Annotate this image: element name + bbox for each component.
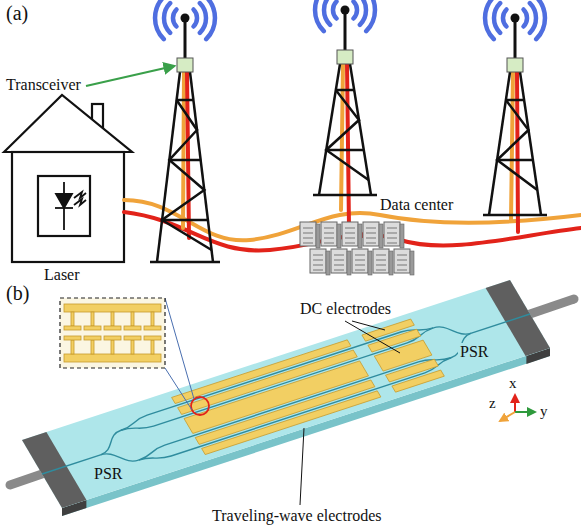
tower bbox=[483, 72, 547, 215]
axis-label: z bbox=[489, 395, 496, 412]
laser-symbol bbox=[55, 182, 86, 230]
panel-label: (b) bbox=[6, 282, 29, 305]
zoom-line bbox=[165, 298, 194, 399]
laser-box bbox=[38, 176, 90, 236]
part-label: Transceiver bbox=[6, 76, 81, 94]
leader-lines bbox=[300, 321, 400, 505]
antenna bbox=[485, 0, 545, 72]
leader-arrow bbox=[86, 66, 174, 86]
axes bbox=[500, 395, 535, 421]
part-label: DC electrodes bbox=[300, 300, 391, 318]
zoom-circle bbox=[191, 397, 209, 415]
red-fiber-drop bbox=[517, 72, 518, 232]
input-fiber bbox=[10, 474, 42, 485]
data-center-racks bbox=[300, 222, 414, 275]
chip-surface bbox=[22, 280, 550, 508]
antenna bbox=[315, 0, 375, 64]
tower bbox=[313, 64, 377, 195]
dc-electrodes bbox=[362, 319, 444, 392]
red-fiber-drop bbox=[347, 64, 349, 228]
electrode-inset bbox=[60, 298, 165, 368]
axis-label: y bbox=[540, 403, 548, 420]
waveguides bbox=[30, 294, 542, 495]
output-fiber bbox=[530, 299, 574, 314]
house-body bbox=[12, 152, 124, 262]
chip-top bbox=[22, 280, 550, 508]
panel-label: (a) bbox=[6, 2, 28, 25]
part-label: Traveling-wave electrodes bbox=[212, 507, 382, 525]
chip bbox=[10, 280, 574, 516]
part-label: PSR bbox=[92, 465, 124, 483]
house bbox=[4, 95, 132, 262]
axis-label: x bbox=[509, 375, 517, 392]
antenna bbox=[155, 0, 215, 72]
zoom-line bbox=[165, 368, 192, 410]
part-label: Data center bbox=[380, 196, 453, 214]
tower bbox=[150, 72, 220, 262]
traveling-wave-electrodes bbox=[172, 340, 381, 455]
house-roof bbox=[4, 95, 132, 152]
red-fiber-drop bbox=[187, 72, 189, 238]
part-label: PSR bbox=[458, 343, 490, 361]
part-label: Laser bbox=[44, 266, 80, 284]
